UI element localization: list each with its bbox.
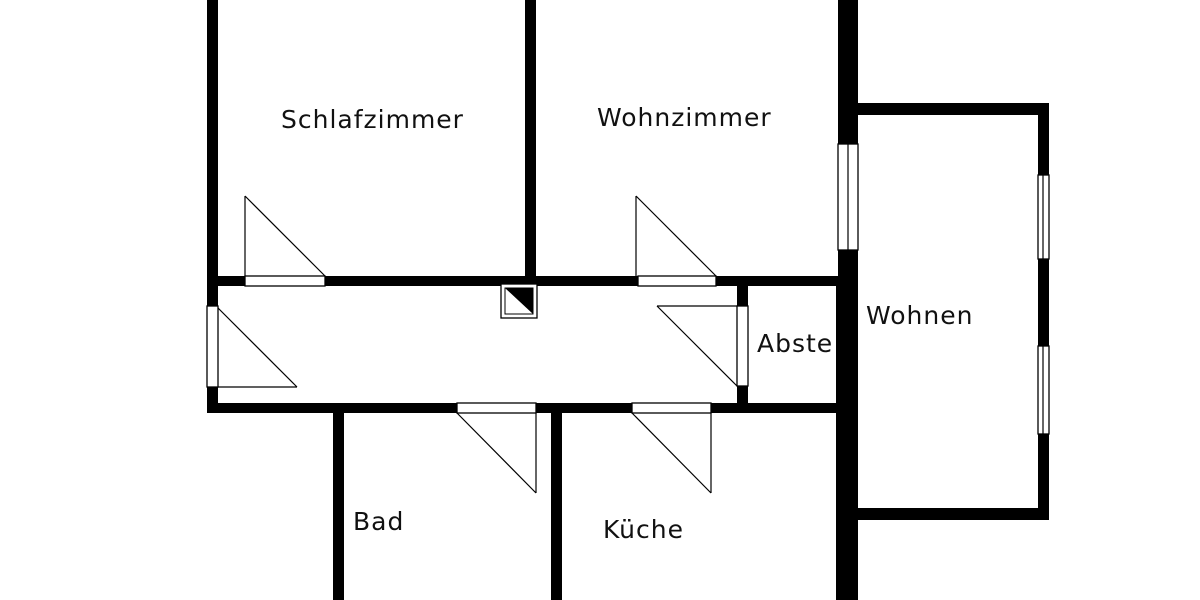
wall-corridor-bottom-mid — [536, 403, 632, 413]
windows — [837, 143, 1050, 435]
label-wohnzimmer: Wohnzimmer — [597, 103, 772, 132]
door-entrance — [206, 305, 298, 388]
wall-wohnzimmer-right-upper — [838, 0, 858, 104]
wall-schlafzimmer-wohnzimmer — [525, 0, 536, 278]
wall-kueche-right — [836, 413, 858, 600]
wall-corridor-top-mid — [325, 276, 638, 286]
wall-abstellraum-left-top — [737, 286, 748, 306]
wall-wohnzimmer-right-lower — [838, 250, 858, 284]
door-bad — [456, 402, 537, 494]
door-kueche — [631, 402, 712, 494]
wall-corridor-left-top — [207, 276, 218, 306]
door-wohnzimmer — [635, 195, 717, 287]
wall-wohnen-bottom — [850, 508, 1049, 520]
chimney-symbol — [500, 283, 538, 319]
wall-abstellraum-left-bottom — [737, 386, 748, 404]
doors — [206, 195, 749, 494]
wall-corridor-bottom-right — [711, 403, 858, 413]
wall-corridor-top-left — [207, 276, 245, 286]
door-schlafzimmer — [244, 195, 326, 287]
label-kueche: Küche — [603, 515, 684, 544]
wall-corridor-left-bottom — [207, 387, 218, 413]
label-bad: Bad — [353, 507, 404, 536]
wall-bad-left — [333, 413, 344, 600]
wall-wohnen-right-bottom — [1038, 434, 1049, 520]
wall-abstellraum-right — [836, 284, 858, 414]
wall-wohnen-right-mid — [1038, 259, 1049, 346]
door-abstellraum — [656, 305, 749, 387]
wall-wohnen-right-top — [1038, 103, 1049, 175]
wall-wohnen-top — [850, 103, 1049, 115]
wall-corridor-bottom-left — [207, 403, 457, 413]
wall-schlafzimmer-left — [207, 0, 218, 278]
label-wohnen: Wohnen — [866, 301, 973, 330]
wall-corridor-top-right — [716, 276, 858, 286]
walls — [207, 0, 1049, 600]
wall-bad-kueche — [551, 413, 562, 600]
label-abstellraum: Abste — [757, 329, 833, 358]
label-schlafzimmer: Schlafzimmer — [281, 105, 464, 134]
